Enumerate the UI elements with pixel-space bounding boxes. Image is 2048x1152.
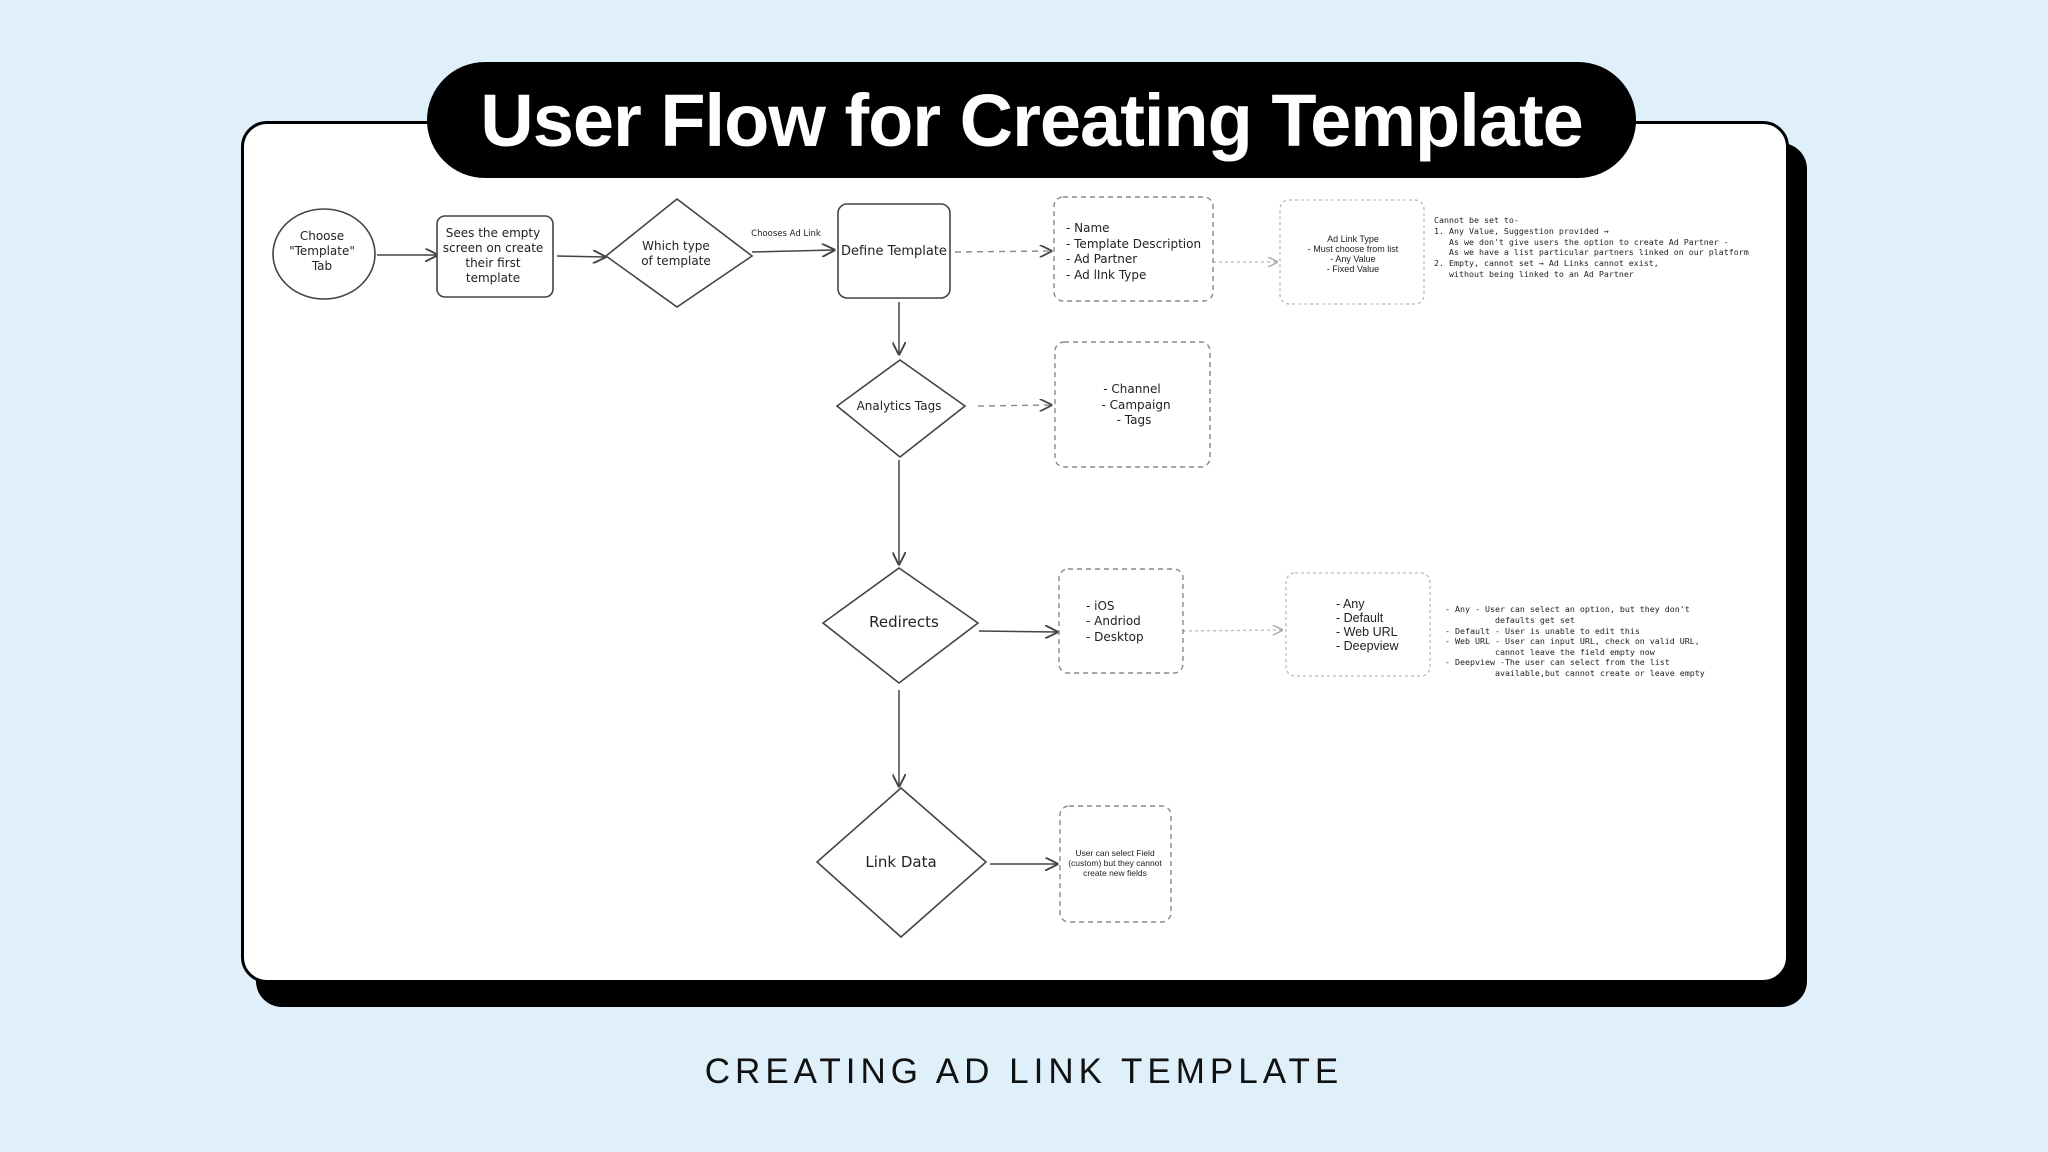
ad-partner-note-line: As we don't give users the option to cre… (1434, 237, 1729, 247)
which-type-label: Which type of template (641, 239, 711, 268)
empty-screen-line: Sees the empty (446, 226, 540, 240)
dashed-connectors (954, 251, 1051, 406)
ad-link-type-list: Ad Link Type - Must choose from list - A… (1308, 234, 1399, 274)
analytics-field-item: - Campaign (1101, 398, 1170, 412)
page-caption: CREATING AD LINK TEMPLATE (704, 1052, 1344, 1091)
template-fields-box (1053, 196, 1214, 302)
redirect-note-line: cannot leave the field empty now (1445, 647, 1655, 657)
redirect-option-item: - Web URL (1336, 625, 1398, 639)
choose-tab-line: Choose (300, 229, 344, 243)
analytics-tags-label: Analytics Tags (857, 399, 942, 413)
page-title: User Flow for Creating Template (427, 62, 1636, 178)
ad-partner-notes: Cannot be set to- 1. Any Value, Suggesti… (1434, 215, 1749, 279)
ad-partner-note-line: 2. Empty, cannot set → Ad Links cannot e… (1434, 258, 1659, 268)
ad-link-type-item: Ad Link Type (1327, 234, 1379, 244)
redirect-option-item: - Any (1336, 597, 1365, 611)
ad-partner-note-line: Cannot be set to- (1434, 215, 1519, 225)
light-connectors (1182, 262, 1282, 631)
redirect-option-item: - Default (1336, 611, 1384, 625)
edge-platforms-to-options (1182, 630, 1282, 631)
empty-screen-label: Sees the empty screen on create their fi… (443, 226, 544, 285)
redirect-notes: - Any - User can select an option, but t… (1445, 604, 1705, 678)
which-type-diamond (604, 197, 754, 308)
which-type-line: Which type (642, 239, 710, 253)
template-field-item: - Ad lInk Type (1066, 268, 1146, 282)
empty-screen-line: screen on create (443, 241, 544, 255)
redirect-options-list: - Any - Default - Web URL - Deepview (1336, 597, 1399, 653)
empty-screen-box (436, 215, 554, 298)
ad-partner-note-line: 1. Any Value, Suggestion provided → (1434, 226, 1609, 236)
edge-define-to-fields (954, 251, 1051, 252)
node-shapes (272, 197, 988, 939)
link-data-note-box (1059, 805, 1172, 923)
edge-redirects-to-platforms (978, 631, 1057, 632)
platform-item: - iOS (1086, 599, 1115, 613)
ad-partner-note-line: As we have a list particular partners li… (1434, 247, 1749, 257)
ad-link-type-box (1279, 199, 1425, 305)
redirect-note-line: - Default - User is unable to edit this (1445, 626, 1640, 636)
link-data-note-line: create new fields (1083, 868, 1147, 878)
template-field-item: - Name (1066, 221, 1110, 235)
redirect-note-line: - Any - User can select an option, but t… (1445, 604, 1690, 614)
edge-analytics-to-fields (977, 405, 1051, 406)
connectors (377, 250, 1057, 864)
redirect-options-box (1285, 572, 1431, 677)
define-template-label: Define Template (841, 244, 947, 259)
platforms-box (1058, 568, 1184, 674)
ad-link-type-item: - Fixed Value (1327, 264, 1379, 274)
platform-item: - Desktop (1086, 630, 1144, 644)
link-data-note-line: (custom) but they cannot (1068, 858, 1162, 868)
redirect-note-line: - Deepview -The user can select from the… (1445, 657, 1670, 667)
redirect-note-line: available,but cannot create or leave emp… (1445, 668, 1705, 678)
redirects-diamond (821, 567, 980, 685)
ad-partner-note-line: without being linked to an Ad Partner (1434, 269, 1634, 279)
link-data-diamond (815, 786, 988, 939)
redirects-label: Redirects (869, 613, 939, 631)
analytics-field-item: - Tags (1117, 413, 1152, 427)
link-data-note-text: User can select Field (custom) but they … (1068, 848, 1162, 878)
redirect-option-item: - Deepview (1336, 639, 1399, 653)
analytics-fields-list: - Channel - Campaign - Tags (1101, 382, 1170, 427)
analytics-diamond (835, 359, 967, 459)
choose-tab-circle (272, 208, 376, 300)
link-data-label: Link Data (865, 853, 936, 871)
analytics-field-item: - Channel (1103, 382, 1160, 396)
redirect-note-line: - Web URL - User can input URL, check on… (1445, 636, 1700, 646)
link-data-note-line: User can select Field (1075, 848, 1155, 858)
redirect-note-line: defaults get set (1445, 615, 1575, 625)
template-field-item: - Ad Partner (1066, 252, 1137, 266)
edge-label-chooses-ad-link: Chooses Ad Link (751, 229, 821, 239)
template-field-item: - Template Description (1066, 237, 1201, 251)
ad-link-type-item: - Must choose from list (1308, 244, 1399, 254)
choose-tab-line: Tab (311, 259, 332, 273)
choose-tab-label: Choose "Template" Tab (289, 229, 355, 273)
platforms-list: - iOS - Andriod - Desktop (1086, 599, 1144, 644)
choose-tab-line: "Template" (289, 244, 355, 258)
template-fields-list: - Name - Template Description - Ad Partn… (1066, 221, 1201, 282)
light-boxes (1279, 199, 1431, 677)
which-type-line: of template (641, 254, 711, 268)
edge-empty-to-type (556, 256, 605, 257)
empty-screen-line: template (466, 271, 520, 285)
ad-link-type-item: - Any Value (1330, 254, 1375, 264)
empty-screen-line: their first (465, 256, 521, 270)
dashed-boxes (1053, 196, 1214, 923)
edge-type-to-define (751, 250, 834, 252)
platform-item: - Andriod (1086, 614, 1141, 628)
define-template-box (837, 203, 951, 299)
